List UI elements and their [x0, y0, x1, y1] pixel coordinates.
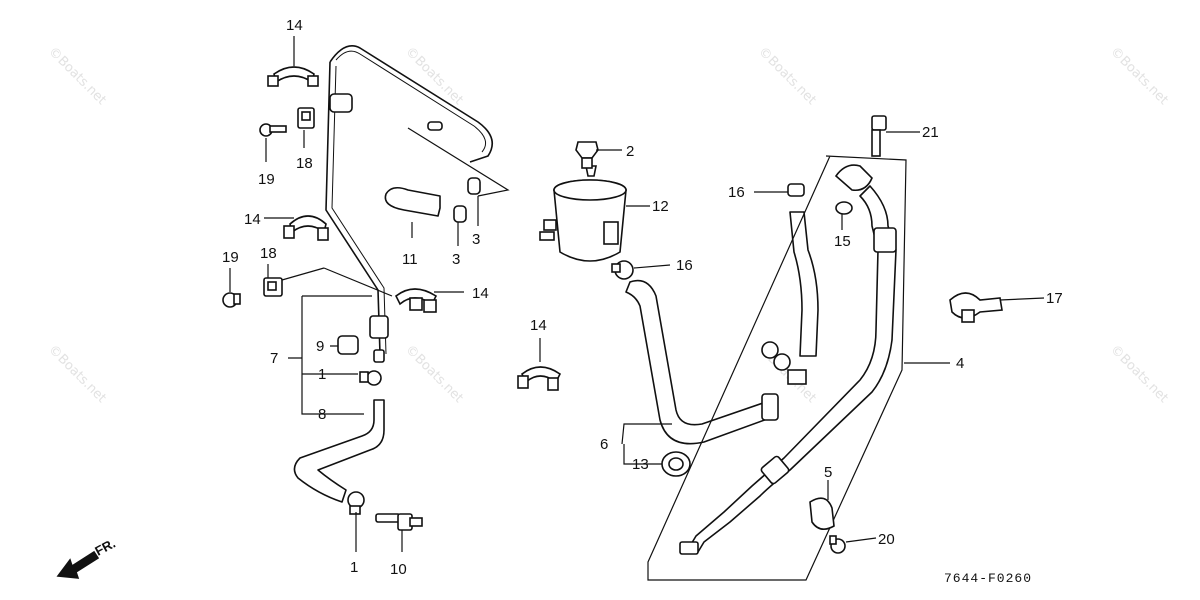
callout-4: 4	[956, 355, 964, 372]
hose-clamp-17	[949, 292, 1003, 323]
watermark: ©Boats.net	[1107, 44, 1171, 108]
reservoir-cap-2	[575, 141, 599, 169]
callout-3: 3	[452, 251, 460, 268]
callout-6: 6	[600, 436, 608, 453]
callout-16: 16	[728, 184, 745, 201]
hose-11	[384, 186, 441, 217]
callout-1: 1	[318, 366, 326, 383]
pipe-clamp-5	[809, 497, 835, 530]
suction-hose-6	[625, 279, 771, 445]
clip-nut-18	[297, 107, 315, 129]
callout-17: 17	[1046, 290, 1063, 307]
pipe-end	[373, 349, 385, 363]
diagram-code: 7644-F0260	[944, 571, 1032, 586]
callout-14: 14	[530, 317, 547, 334]
washer-15	[835, 201, 853, 215]
callout-14: 14	[286, 17, 303, 34]
return-hose	[789, 211, 819, 357]
callout-13: 13	[632, 456, 649, 473]
callout-7: 7	[270, 350, 278, 367]
pipe-bracket	[369, 315, 389, 339]
pipe-end	[427, 121, 443, 131]
callout-21: 21	[922, 124, 939, 141]
band-clamp-14	[517, 366, 562, 391]
return-hose-fitting	[761, 341, 807, 385]
callout-14: 14	[244, 211, 261, 228]
hose-4-frame	[647, 155, 907, 581]
watermark: ©Boats.net	[755, 44, 819, 108]
leader-lines	[229, 36, 1045, 552]
callout-19: 19	[222, 249, 239, 266]
flange-bolt-19	[259, 123, 287, 137]
callout-15: 15	[834, 233, 851, 250]
hose-clamp-3	[453, 205, 467, 223]
band-clamp-14	[267, 66, 319, 87]
callout-19: 19	[258, 171, 275, 188]
callout-18: 18	[260, 245, 277, 262]
leader-line	[407, 127, 510, 197]
callout-2: 2	[626, 143, 634, 160]
band-clamp-14	[283, 215, 329, 241]
callout-16: 16	[676, 257, 693, 274]
pipe-bracket	[329, 93, 353, 113]
clip-nut-18	[263, 277, 283, 297]
high-pressure-hose-4	[679, 164, 897, 555]
callout-20: 20	[878, 531, 895, 548]
front-direction-indicator: FR.	[56, 536, 118, 579]
hose-fitting-10	[375, 513, 423, 531]
hose-clamp-16	[611, 260, 634, 280]
band-clamp-14	[394, 288, 438, 313]
callout-8: 8	[318, 406, 326, 423]
hose-clamp-1	[359, 370, 382, 386]
front-arrow-icon	[56, 550, 100, 579]
banjo-bolt-21	[871, 115, 887, 157]
callouts: 14 18 19 14 19 18 11 3 3 14 14 9 7 1 8 1…	[222, 17, 1063, 578]
watermark: ©Boats.net	[45, 44, 109, 108]
callout-1: 1	[350, 559, 358, 576]
power-steering-reservoir-12	[539, 165, 627, 262]
callout-9: 9	[316, 338, 324, 355]
grommet-9	[337, 335, 359, 355]
watermark: ©Boats.net	[402, 342, 466, 406]
callout-10: 10	[390, 561, 407, 578]
hose-ferrule	[761, 393, 779, 421]
metal-pipe-assembly	[325, 45, 494, 363]
hose-clamp-3	[467, 177, 481, 195]
callout-14: 14	[472, 285, 489, 302]
hose-clamp-16	[787, 183, 805, 197]
callout-5: 5	[824, 464, 832, 481]
callout-11: 11	[402, 251, 418, 268]
watermark: ©Boats.net	[45, 342, 109, 406]
watermark: ©Boats.net	[1107, 342, 1171, 406]
flange-bolt-19	[222, 292, 241, 308]
callout-3: 3	[472, 231, 480, 248]
callout-18: 18	[296, 155, 313, 172]
callout-12: 12	[652, 198, 669, 215]
hose-clamp-1	[347, 491, 365, 515]
hose-8	[293, 399, 385, 503]
flange-bolt-20	[829, 535, 846, 554]
